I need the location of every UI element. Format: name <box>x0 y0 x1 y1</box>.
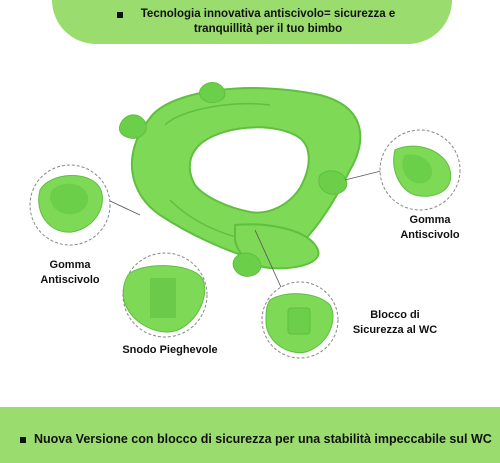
top-banner-line1: Tecnologia innovativa antiscivolo= sicur… <box>140 8 396 20</box>
bottom-banner-text: Nuova Versione con blocco di sicurezza p… <box>20 432 496 446</box>
bottom-bullet-icon <box>20 436 26 443</box>
detail-circle-snodo <box>122 252 208 338</box>
top-banner <box>52 0 452 44</box>
detail-circle-blocco <box>261 281 339 359</box>
label-gomma-left-line2: Antiscivolo <box>40 274 100 286</box>
label-gomma-right-line1: Gomma <box>409 214 451 226</box>
detail-circle-gomma-left <box>29 164 111 246</box>
top-banner-line2: tranquillità per il tuo bimbo <box>193 23 343 35</box>
label-gomma-left: Gomma Antiscivolo <box>30 258 110 288</box>
potty-seat <box>119 82 362 277</box>
label-blocco-line2: Sicurezza al WC <box>352 324 438 336</box>
label-gomma-right-line2: Antiscivolo <box>400 229 460 241</box>
top-bullet-icon <box>117 12 123 18</box>
bottom-banner: Nuova Versione con blocco di sicurezza p… <box>0 407 500 463</box>
label-gomma-left-line1: Gomma <box>49 259 91 271</box>
top-banner-text: Tecnologia innovativa antiscivolo= sicur… <box>118 7 418 37</box>
label-gomma-right: Gomma Antiscivolo <box>390 213 470 243</box>
label-snodo: Snodo Pieghevole <box>122 344 218 356</box>
label-blocco-line1: Blocco di <box>370 309 420 321</box>
detail-circle-gomma-right <box>379 129 461 211</box>
label-blocco: Blocco di Sicurezza al WC <box>340 308 450 338</box>
bottom-banner-label: Nuova Versione con blocco di sicurezza p… <box>34 432 492 446</box>
